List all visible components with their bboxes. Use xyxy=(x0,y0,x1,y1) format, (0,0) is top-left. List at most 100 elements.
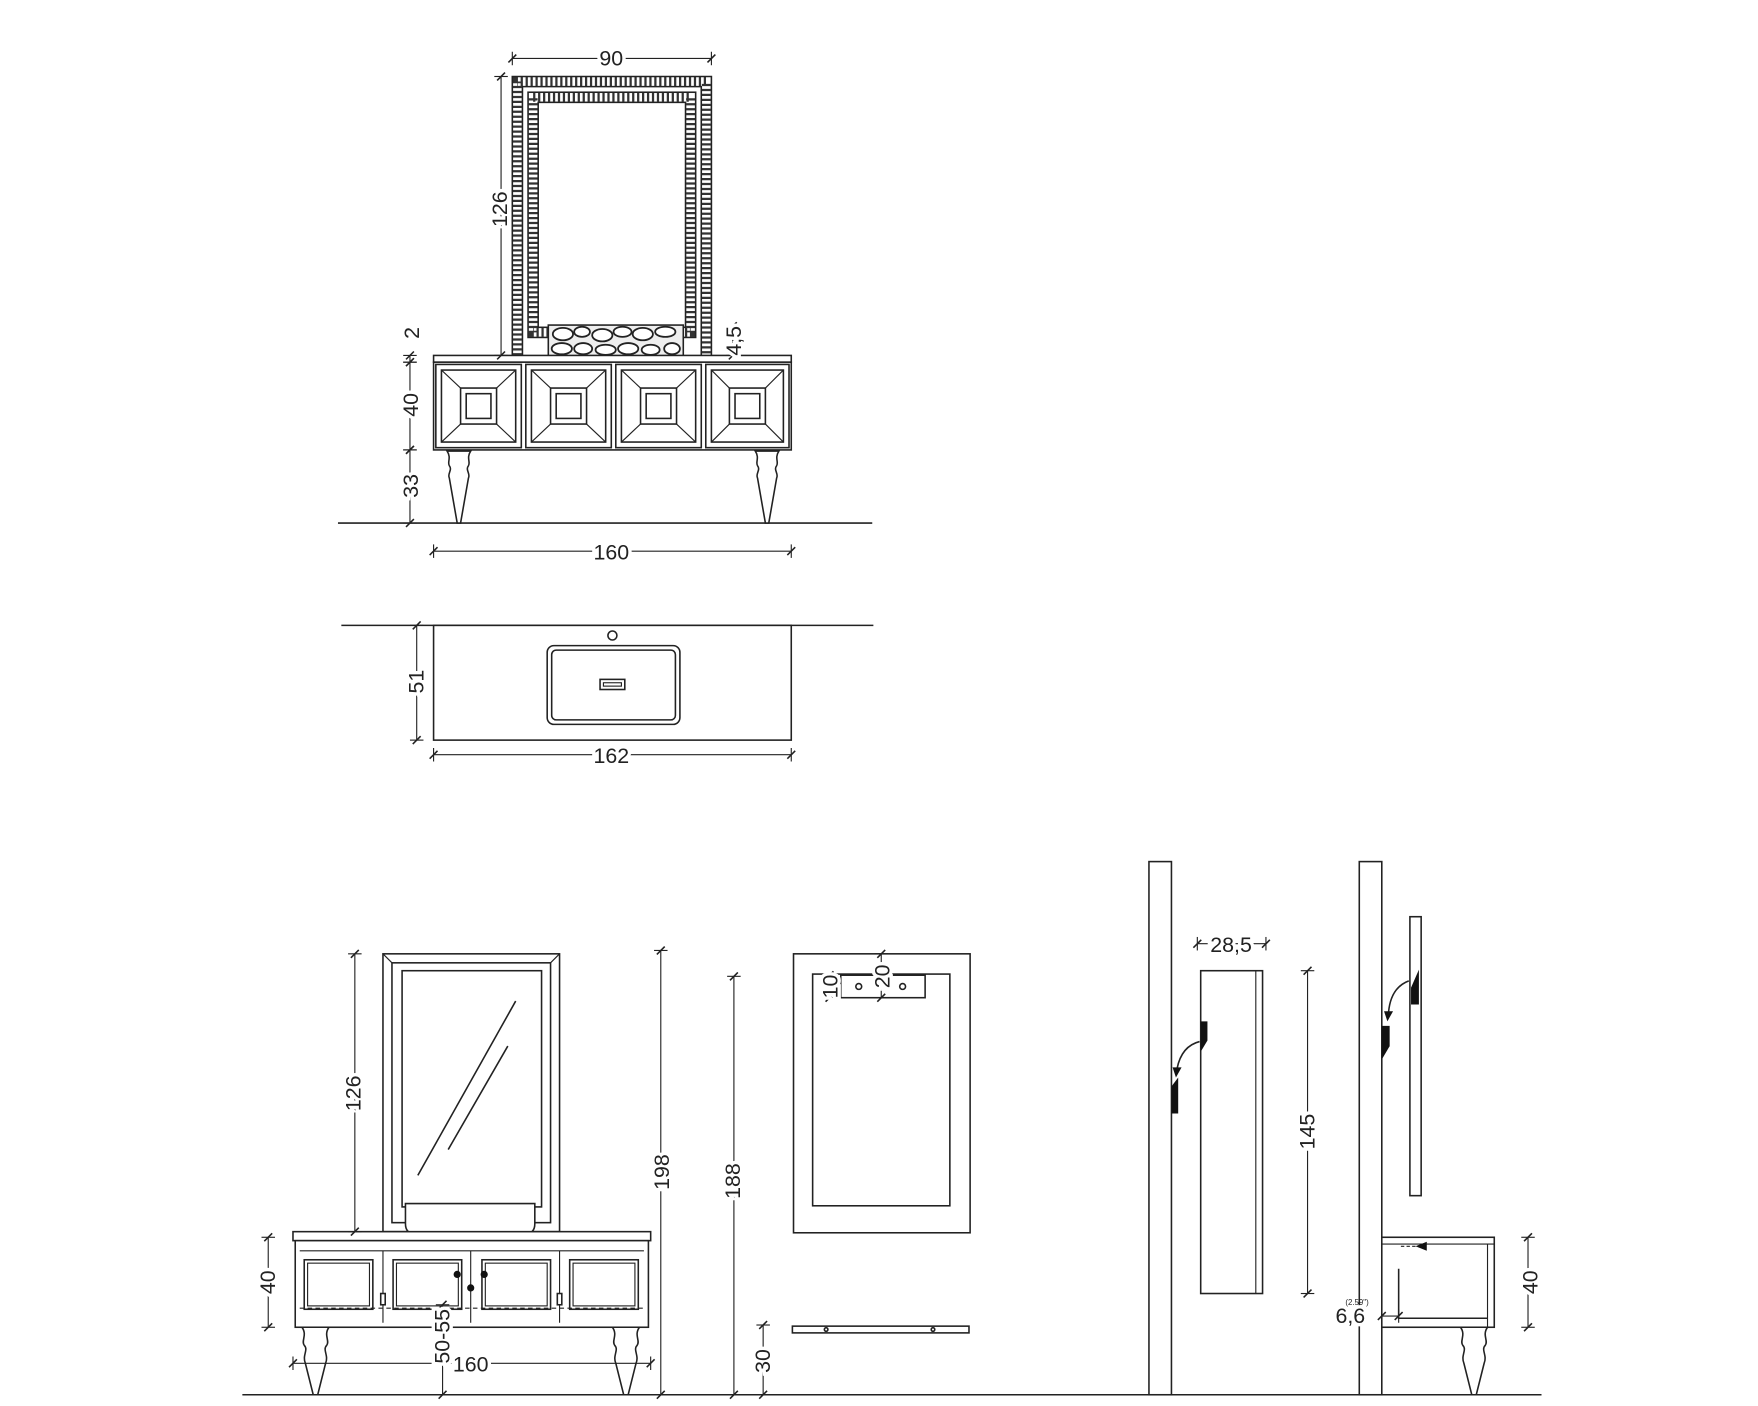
panel-bevel-line xyxy=(711,423,730,443)
mirror-panel-outer xyxy=(792,953,971,1234)
door-inset xyxy=(307,1262,371,1307)
dim-label-cabinet-width-upper: 160 xyxy=(593,540,629,564)
panel-bevel-line xyxy=(676,423,697,443)
dimension-tick xyxy=(438,1300,448,1310)
dim-label-total-height: 198 xyxy=(650,1154,674,1190)
dimension-tick xyxy=(876,949,886,959)
door-frame xyxy=(481,1258,552,1311)
countertop-lower xyxy=(292,1230,652,1242)
wall-section xyxy=(1358,860,1383,1396)
dimension-tick xyxy=(1377,1311,1387,1321)
dim-label-basin-height-lower: 50-55 xyxy=(431,1309,455,1364)
side-view-column xyxy=(1148,860,1264,1396)
panel-bevel-line xyxy=(586,369,607,389)
dim-label-cabinet-width-lower: 160 xyxy=(453,1352,489,1376)
panel-window xyxy=(734,392,761,420)
panel-bevel-line xyxy=(764,369,784,389)
basin-inner-plan xyxy=(550,649,677,721)
dim-label-bracket-height: 20 xyxy=(870,964,894,988)
leg-left-upper xyxy=(445,450,473,524)
dim-line-bracket-height xyxy=(874,949,888,1003)
mirror-profile xyxy=(1409,915,1422,1197)
mount-arrow xyxy=(1387,980,1410,1013)
pebble xyxy=(591,328,614,343)
panel-bevel-line xyxy=(711,369,730,389)
door-inset xyxy=(572,1262,636,1307)
dim-label-cabinet-height-lower: 40 xyxy=(256,1270,280,1294)
dimension-tick xyxy=(405,357,415,367)
leg-side xyxy=(1458,1326,1490,1396)
pebble xyxy=(663,342,681,356)
dimension-tick xyxy=(656,945,666,955)
pebble xyxy=(594,343,617,356)
mirror-lower xyxy=(382,953,561,1233)
door-panel xyxy=(392,1258,463,1311)
dimension-tick xyxy=(729,971,739,981)
mirror-glass xyxy=(537,101,687,329)
dimension-tick xyxy=(429,546,439,556)
mirror-frame-hatched xyxy=(511,75,713,356)
dimension-tick xyxy=(825,993,835,1003)
dim-line-cabinet-width-lower xyxy=(288,1356,656,1371)
dim-label-mirror-height-upper: 126 xyxy=(488,191,512,227)
drain-slot-plan xyxy=(602,682,622,687)
panel-bevel-line xyxy=(441,423,461,443)
panel-window xyxy=(555,392,582,420)
door-panel xyxy=(568,1258,640,1311)
dimension-tick xyxy=(1261,939,1271,949)
dim-label-cabinet-height-upper: 40 xyxy=(399,393,423,417)
pebble xyxy=(617,342,640,356)
pebble xyxy=(550,342,573,356)
front-elevation-lower xyxy=(242,953,1542,1396)
dimension-tick xyxy=(728,350,738,360)
mirror-outer-band-edge-inner xyxy=(521,85,703,356)
dim-line-panel-height xyxy=(727,971,741,1400)
dimension-tick xyxy=(429,750,439,760)
mirror-frame-outer xyxy=(382,953,561,1233)
dim-line-column-depth xyxy=(1192,936,1271,951)
dimension-tick xyxy=(496,71,506,81)
dimension-tick xyxy=(263,1322,273,1332)
dim-line-plan-depth xyxy=(409,620,424,745)
shelf-screw xyxy=(823,1326,829,1333)
door-panel xyxy=(303,1258,374,1311)
door-inset xyxy=(484,1262,548,1307)
dim-label-mirror-width-upper: 90 xyxy=(599,46,623,70)
drawer-panel xyxy=(615,363,703,449)
drawer-panels xyxy=(435,363,790,449)
panel-window xyxy=(645,392,672,420)
panel-bevel-line xyxy=(764,423,784,443)
dimension-tick xyxy=(405,445,415,455)
hanging-bracket-cabinet xyxy=(1200,1021,1208,1052)
dim-label-top-thickness: 2 xyxy=(400,327,424,339)
pebble xyxy=(573,325,591,338)
door-frame xyxy=(392,1258,463,1311)
leg-right-upper xyxy=(753,450,781,524)
mirror-inner-band-hatch xyxy=(528,92,696,337)
dim-label-side-cabinet-height: 40 xyxy=(1518,1270,1542,1294)
dim-label-side-offset-inches: (2.59") xyxy=(1345,1298,1369,1307)
tap-hole xyxy=(607,630,618,641)
countertop-upper xyxy=(432,354,793,363)
plan-view xyxy=(341,624,874,741)
dim-label-bracket-offset: 10 xyxy=(819,974,843,998)
panel-pyramid-square xyxy=(728,387,767,425)
dimension-tick xyxy=(412,735,422,745)
hinge-mark xyxy=(379,1292,387,1306)
panel-window xyxy=(465,392,492,420)
dim-label-plan-depth: 51 xyxy=(405,670,429,694)
dim-label-basin-height-upper: 4,5 xyxy=(722,326,746,356)
dimension-tick xyxy=(1523,1232,1533,1242)
shelf-screw xyxy=(930,1326,936,1333)
vessel-basin-lower xyxy=(404,1202,536,1235)
dimension-tick xyxy=(728,321,738,331)
panel-inset xyxy=(440,369,517,443)
dim-label-panel-height: 188 xyxy=(721,1163,745,1199)
column-cabinet-side xyxy=(1199,969,1264,1295)
dimension-tick xyxy=(786,546,796,556)
dimension-tick xyxy=(825,970,835,980)
mount-arrow-head xyxy=(1172,1067,1182,1078)
dimension-tick xyxy=(405,350,415,360)
side-view-cabinet xyxy=(1358,860,1496,1396)
